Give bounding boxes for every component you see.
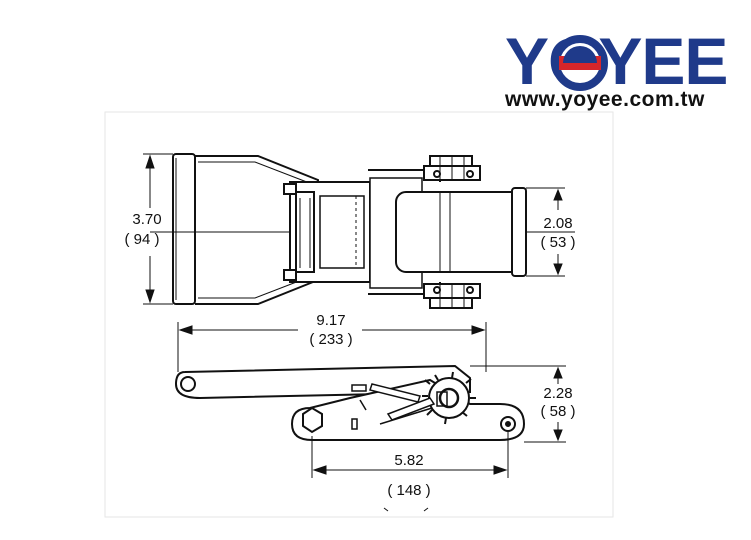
gear-top (423, 155, 481, 181)
side-height-mm-label: ( 58 ) (540, 403, 575, 420)
brand-logo-text: YOYEE (505, 24, 728, 98)
pivot-mm-label: ( 148 ) (387, 482, 430, 499)
dim-side-height (470, 365, 566, 443)
pivot-in-label: 5.82 (394, 452, 423, 469)
height-in-label: 3.70 (132, 211, 161, 228)
length-mm-label: ( 233 ) (309, 331, 352, 348)
spool-cap (511, 187, 527, 277)
logo-o-emblem (552, 35, 608, 91)
drawing-frame (104, 111, 614, 518)
dim-height (143, 153, 173, 305)
length-in-label: 9.17 (316, 312, 345, 329)
side-height-in-label: 2.28 (543, 385, 572, 402)
dim-pivot (311, 432, 509, 478)
gear-bottom (423, 283, 481, 309)
spool-mm-label: ( 53 ) (540, 234, 575, 251)
handle-end-bar (172, 153, 196, 305)
base-plate (289, 181, 371, 283)
dim-length (177, 322, 487, 372)
hex-nut (302, 406, 323, 434)
spool (395, 191, 523, 273)
brand-logo: YOYEE www.yoyee.com.tw (505, 24, 728, 111)
brand-url: www.yoyee.com.tw (505, 88, 705, 111)
spool-in-label: 2.08 (543, 215, 572, 232)
top-view (150, 153, 575, 309)
dim-spool (526, 187, 565, 277)
height-mm-label: ( 94 ) (124, 231, 159, 248)
side-view (174, 364, 526, 441)
